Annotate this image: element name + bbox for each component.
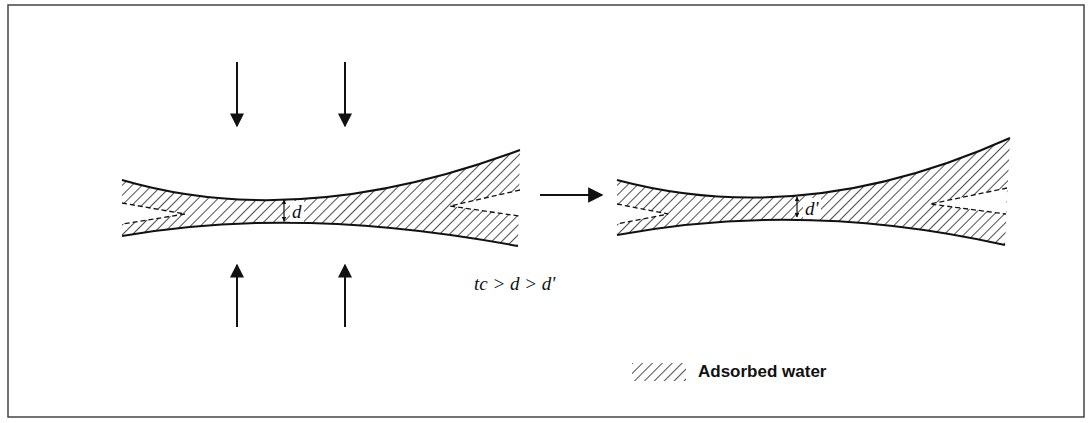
- relation-note: tc > d > d': [474, 274, 555, 293]
- particle-contact-after: [617, 138, 1010, 245]
- transition-arrow: [540, 194, 602, 196]
- force-arrows: [237, 62, 345, 327]
- gap-symbol: d': [803, 198, 821, 219]
- legend-row: Adsorbed water: [632, 362, 826, 382]
- particle-contact-before: [122, 150, 520, 246]
- frame: [8, 5, 1084, 417]
- legend-swatch: [632, 363, 686, 381]
- gap-symbol: d: [290, 201, 304, 222]
- legend-label: Adsorbed water: [698, 362, 826, 382]
